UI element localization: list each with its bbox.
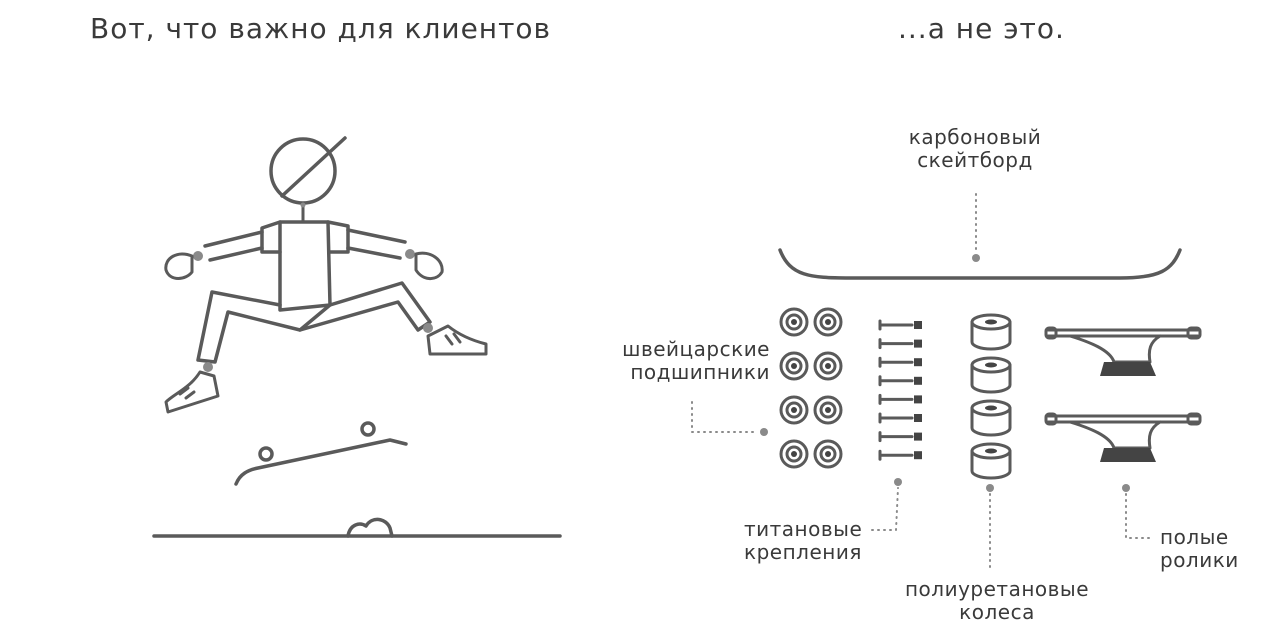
bearings-grid [779,307,843,469]
skater-right-shoe [426,324,488,356]
bearing-icon [813,395,843,425]
carbon-deck [778,248,1182,280]
left-heading: Вот, что важно для клиентов [90,12,552,45]
truck-bottom [1044,412,1202,462]
skater-figure [164,136,488,414]
wheels-column [970,313,1012,480]
bearing-icon [779,351,809,381]
wheel-icon [970,356,1012,394]
wheel-icon [970,399,1012,437]
skater-torso [278,220,332,312]
bearing-icon [813,439,843,469]
skater-left-shoe [164,370,220,414]
bolt-icon [878,356,922,368]
skater-head [269,137,337,205]
skater-right-hand [414,251,444,280]
bolt-icon [878,449,922,461]
right-heading: ...а не это. [898,12,1065,45]
bolt-icon [878,375,922,387]
wheel-icon [970,442,1012,480]
bolt-icon [878,393,922,405]
skater-right-arm [346,228,407,260]
bolt-icon [878,412,922,424]
bolt-icon [878,338,922,350]
bolt-icon [878,319,922,331]
skater-left-hand [164,252,194,280]
bearing-icon [779,395,809,425]
skater-left-arm [203,230,264,262]
mounts-column [878,319,922,461]
skater-head-slash [280,136,347,198]
trucks-column [1044,326,1202,462]
bearing-icon [779,307,809,337]
bolt-icon [878,431,922,443]
ground [152,517,562,538]
wheel-icon [970,313,1012,351]
bearing-icon [813,307,843,337]
bearing-icon [779,439,809,469]
flying-skateboard [234,421,408,486]
truck-top [1044,326,1202,376]
bearing-icon [813,351,843,381]
